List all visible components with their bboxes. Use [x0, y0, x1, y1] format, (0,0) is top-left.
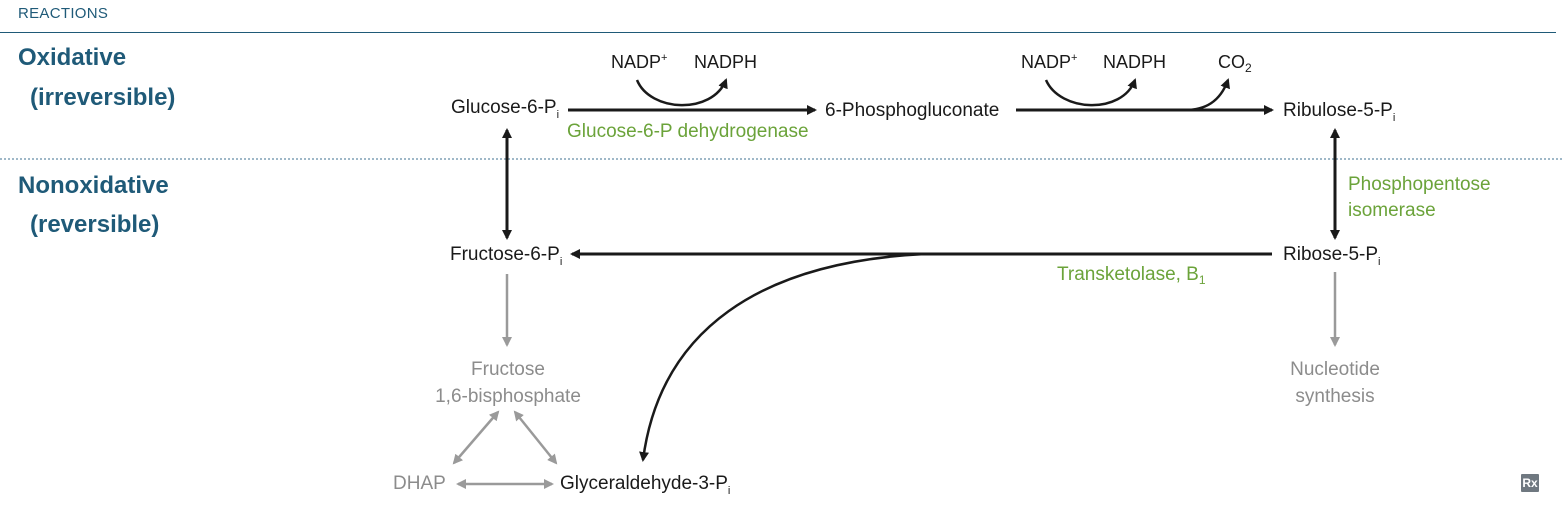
molecule-glucose-6-p: Glucose-6-Pi — [451, 97, 560, 121]
molecule-dhap: DHAP — [393, 473, 446, 494]
enzyme-transketolase: Transketolase, B1 — [1057, 264, 1206, 287]
section-divider — [0, 158, 1562, 160]
header-rule — [0, 32, 1556, 33]
cofactor-nadph-2: NADPH — [1103, 52, 1167, 72]
arrow-co2 — [1184, 78, 1230, 112]
arrow-f16bp-g3p — [513, 410, 558, 465]
arrow-nadp-nadph-2 — [1044, 78, 1137, 107]
nonoxidative-title: Nonoxidative — [18, 172, 169, 199]
arrow-to-g3p — [639, 252, 926, 462]
cofactor-nadph-1: NADPH — [694, 52, 758, 72]
cofactor-nadp-1: NADP+ — [611, 52, 668, 72]
arrow-nadp-nadph-1 — [635, 78, 728, 107]
rx-badge-icon: Rx — [1521, 474, 1539, 492]
molecule-ribose-5-p: Ribose-5-Pi — [1283, 244, 1381, 268]
molecule-glyceraldehyde-3-p: Glyceraldehyde-3-Pi — [560, 473, 731, 497]
nucleotide-synthesis: Nucleotide synthesis — [1290, 359, 1380, 407]
molecule-fructose-6-p: Fructose-6-Pi — [450, 244, 563, 268]
enzyme-phosphopentose-isomerase: Phosphopentose isomerase — [1348, 174, 1491, 221]
section-header: REACTIONS — [18, 5, 109, 22]
oxidative-subtitle: (irreversible) — [30, 84, 176, 111]
molecule-ribulose-5-p: Ribulose-5-Pi — [1283, 100, 1396, 124]
cofactor-co2: CO2 — [1218, 52, 1252, 75]
oxidative-title: Oxidative — [18, 44, 127, 71]
arrow-f16bp-dhap — [452, 410, 500, 465]
nonoxidative-subtitle: (reversible) — [30, 211, 160, 238]
cofactor-nadp-2: NADP+ — [1021, 52, 1078, 72]
molecule-fructose-1-6-bisphosphate: Fructose 1,6-bisphosphate — [435, 359, 581, 407]
enzyme-glucose-6-p-dehydrogenase: Glucose-6-P dehydrogenase — [567, 121, 809, 142]
molecule-6-phosphogluconate: 6-Phosphogluconate — [825, 100, 1000, 121]
